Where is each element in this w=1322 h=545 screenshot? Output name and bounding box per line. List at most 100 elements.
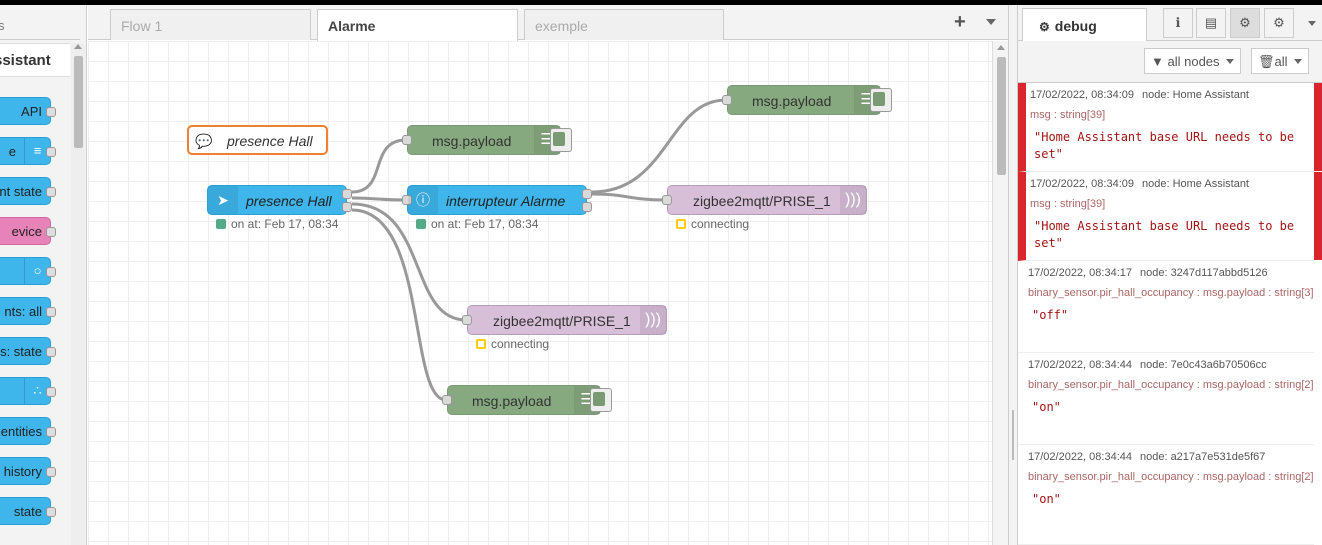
input-port[interactable] <box>662 195 672 205</box>
scroll-up-arrow-icon[interactable] <box>74 44 82 49</box>
palette-category-header[interactable]: ssistant <box>0 43 70 77</box>
palette-scroll-thumb[interactable] <box>74 56 83 148</box>
palette-node-label: state <box>13 504 42 519</box>
settings-tab-button[interactable]: ⚙ <box>1264 8 1294 38</box>
sidebar-separator[interactable] <box>1008 5 1018 545</box>
tab-exemple[interactable]: exemple <box>524 9 724 40</box>
tab-label: Alarme <box>328 18 376 34</box>
palette-node[interactable]: s: state <box>0 337 56 365</box>
palette-node[interactable]: nts: all <box>0 297 56 325</box>
palette-node[interactable]: history <box>0 457 56 485</box>
debug-node[interactable]: msg.payload ☰ <box>402 125 561 155</box>
palette-node[interactable]: evice <box>0 217 56 245</box>
debug-message[interactable]: 17/02/2022, 08:34:17 node: 3247d117abbd51… <box>1018 261 1314 353</box>
switch-node[interactable]: ⓘ interrupteur Alarme <box>402 185 592 215</box>
debug-toggle-button[interactable] <box>550 128 572 152</box>
input-port[interactable] <box>402 195 412 205</box>
ha-trigger-node[interactable]: ➤ presence Hall <box>207 185 352 215</box>
tab-list-dropdown-icon[interactable] <box>986 19 996 25</box>
bug-icon: ⚙ <box>1039 20 1050 34</box>
workspace-tabbar: Flow 1 Alarme exemple + <box>88 5 1008 41</box>
message-node[interactable]: node: Home Assistant <box>1141 89 1249 101</box>
message-node[interactable]: node: a217a7e531de5f67 <box>1139 451 1266 463</box>
comment-node[interactable]: 💬 presence Hall <box>187 125 328 155</box>
message-node[interactable]: node: Home Assistant <box>1141 178 1249 190</box>
message-node[interactable]: node: 3247d117abbd5126 <box>1139 267 1268 279</box>
palette-node[interactable]: ∴ <box>0 377 56 405</box>
filter-nodes-button[interactable]: ▼ all nodes <box>1144 48 1241 74</box>
input-port[interactable] <box>402 135 412 145</box>
palette-node[interactable]: nt state <box>0 177 56 205</box>
mqtt-out-node[interactable]: zigbee2mqtt/PRISE_1 ))) <box>662 185 867 215</box>
palette-node[interactable]: ○ <box>0 257 56 285</box>
palette-node[interactable]: ≡e <box>0 137 56 165</box>
output-port[interactable] <box>46 267 56 277</box>
palette-search-stub[interactable]: s <box>0 8 80 40</box>
input-port[interactable] <box>442 395 452 405</box>
flow-workspace[interactable]: 💬 presence Hall msg.payload ☰ msg.payloa… <box>88 41 1008 545</box>
message-value[interactable]: "on" <box>1032 492 1061 506</box>
output-port[interactable] <box>46 467 56 477</box>
separator-grip[interactable] <box>1012 410 1014 460</box>
message-time: 17/02/2022, 08:34:44 <box>1028 451 1132 463</box>
sidebar-menu-dropdown-icon[interactable] <box>1308 21 1316 26</box>
mqtt-out-node[interactable]: zigbee2mqtt/PRISE_1 ))) <box>462 305 667 335</box>
output-port[interactable] <box>342 202 352 212</box>
add-flow-icon[interactable]: + <box>954 11 966 33</box>
palette-node[interactable]: state <box>0 497 56 525</box>
clear-messages-button[interactable]: 🗑all <box>1251 48 1309 74</box>
scroll-up-arrow-icon[interactable] <box>997 45 1005 50</box>
message-time: 17/02/2022, 08:34:17 <box>1028 267 1132 279</box>
debug-message[interactable]: 17/02/2022, 08:34:44 node: a217a7e531de5f… <box>1018 445 1314 545</box>
input-port[interactable] <box>722 95 732 105</box>
output-port[interactable] <box>46 387 56 397</box>
workspace-scroll-thumb[interactable] <box>997 57 1006 175</box>
palette-category-label: ssistant <box>0 52 51 69</box>
palette-node[interactable]: entities <box>0 417 56 445</box>
tab-debug[interactable]: ⚙debug <box>1022 8 1147 41</box>
top-header-bar <box>0 0 1322 5</box>
debug-toggle-button[interactable] <box>870 88 892 112</box>
tab-alarme[interactable]: Alarme <box>317 9 518 41</box>
message-value[interactable]: "off" <box>1032 308 1069 322</box>
workspace-scrollbar[interactable] <box>992 41 1008 545</box>
message-meta: 17/02/2022, 08:34:17 node: 3247d117abbd51… <box>1028 267 1314 279</box>
palette-node[interactable]: API <box>0 97 56 125</box>
output-port[interactable] <box>342 189 352 199</box>
output-port[interactable] <box>46 507 56 517</box>
status-text: connecting <box>691 217 750 231</box>
flow-wires <box>351 98 727 402</box>
palette-node-label: s: state <box>0 344 42 359</box>
debug-toggle-button[interactable] <box>590 388 612 412</box>
output-port[interactable] <box>46 107 56 117</box>
help-tab-button[interactable]: ▤ <box>1196 8 1226 38</box>
palette-scrollbar[interactable] <box>71 43 85 545</box>
message-value[interactable]: "on" <box>1032 400 1061 414</box>
wire <box>591 98 727 194</box>
message-topic: binary_sensor.pir_hall_occupancy : msg.p… <box>1028 287 1314 299</box>
message-node[interactable]: node: 7e0c43a6b70506cc <box>1139 359 1267 371</box>
debug-tab-button[interactable]: ⚙ <box>1230 8 1260 38</box>
output-port[interactable] <box>582 189 592 199</box>
palette-node-label: evice <box>11 224 42 239</box>
message-value[interactable]: "Home Assistant base URL needs to be set… <box>1034 219 1295 250</box>
output-port[interactable] <box>46 347 56 357</box>
message-value[interactable]: "Home Assistant base URL needs to be set… <box>1034 130 1295 161</box>
debug-node[interactable]: msg.payload ☰ <box>722 85 881 115</box>
wifi-icon: ))) <box>840 186 866 214</box>
palette-node-label: e <box>8 144 16 159</box>
output-port[interactable] <box>46 307 56 317</box>
output-port[interactable] <box>46 227 56 237</box>
output-port[interactable] <box>582 202 592 212</box>
info-tab-button[interactable]: ℹ <box>1163 8 1193 38</box>
output-port[interactable] <box>46 147 56 157</box>
tab-flow-1[interactable]: Flow 1 <box>110 9 311 40</box>
output-port[interactable] <box>46 187 56 197</box>
output-port[interactable] <box>46 427 56 437</box>
input-port[interactable] <box>462 315 472 325</box>
debug-node[interactable]: msg.payload ☰ <box>442 385 601 415</box>
